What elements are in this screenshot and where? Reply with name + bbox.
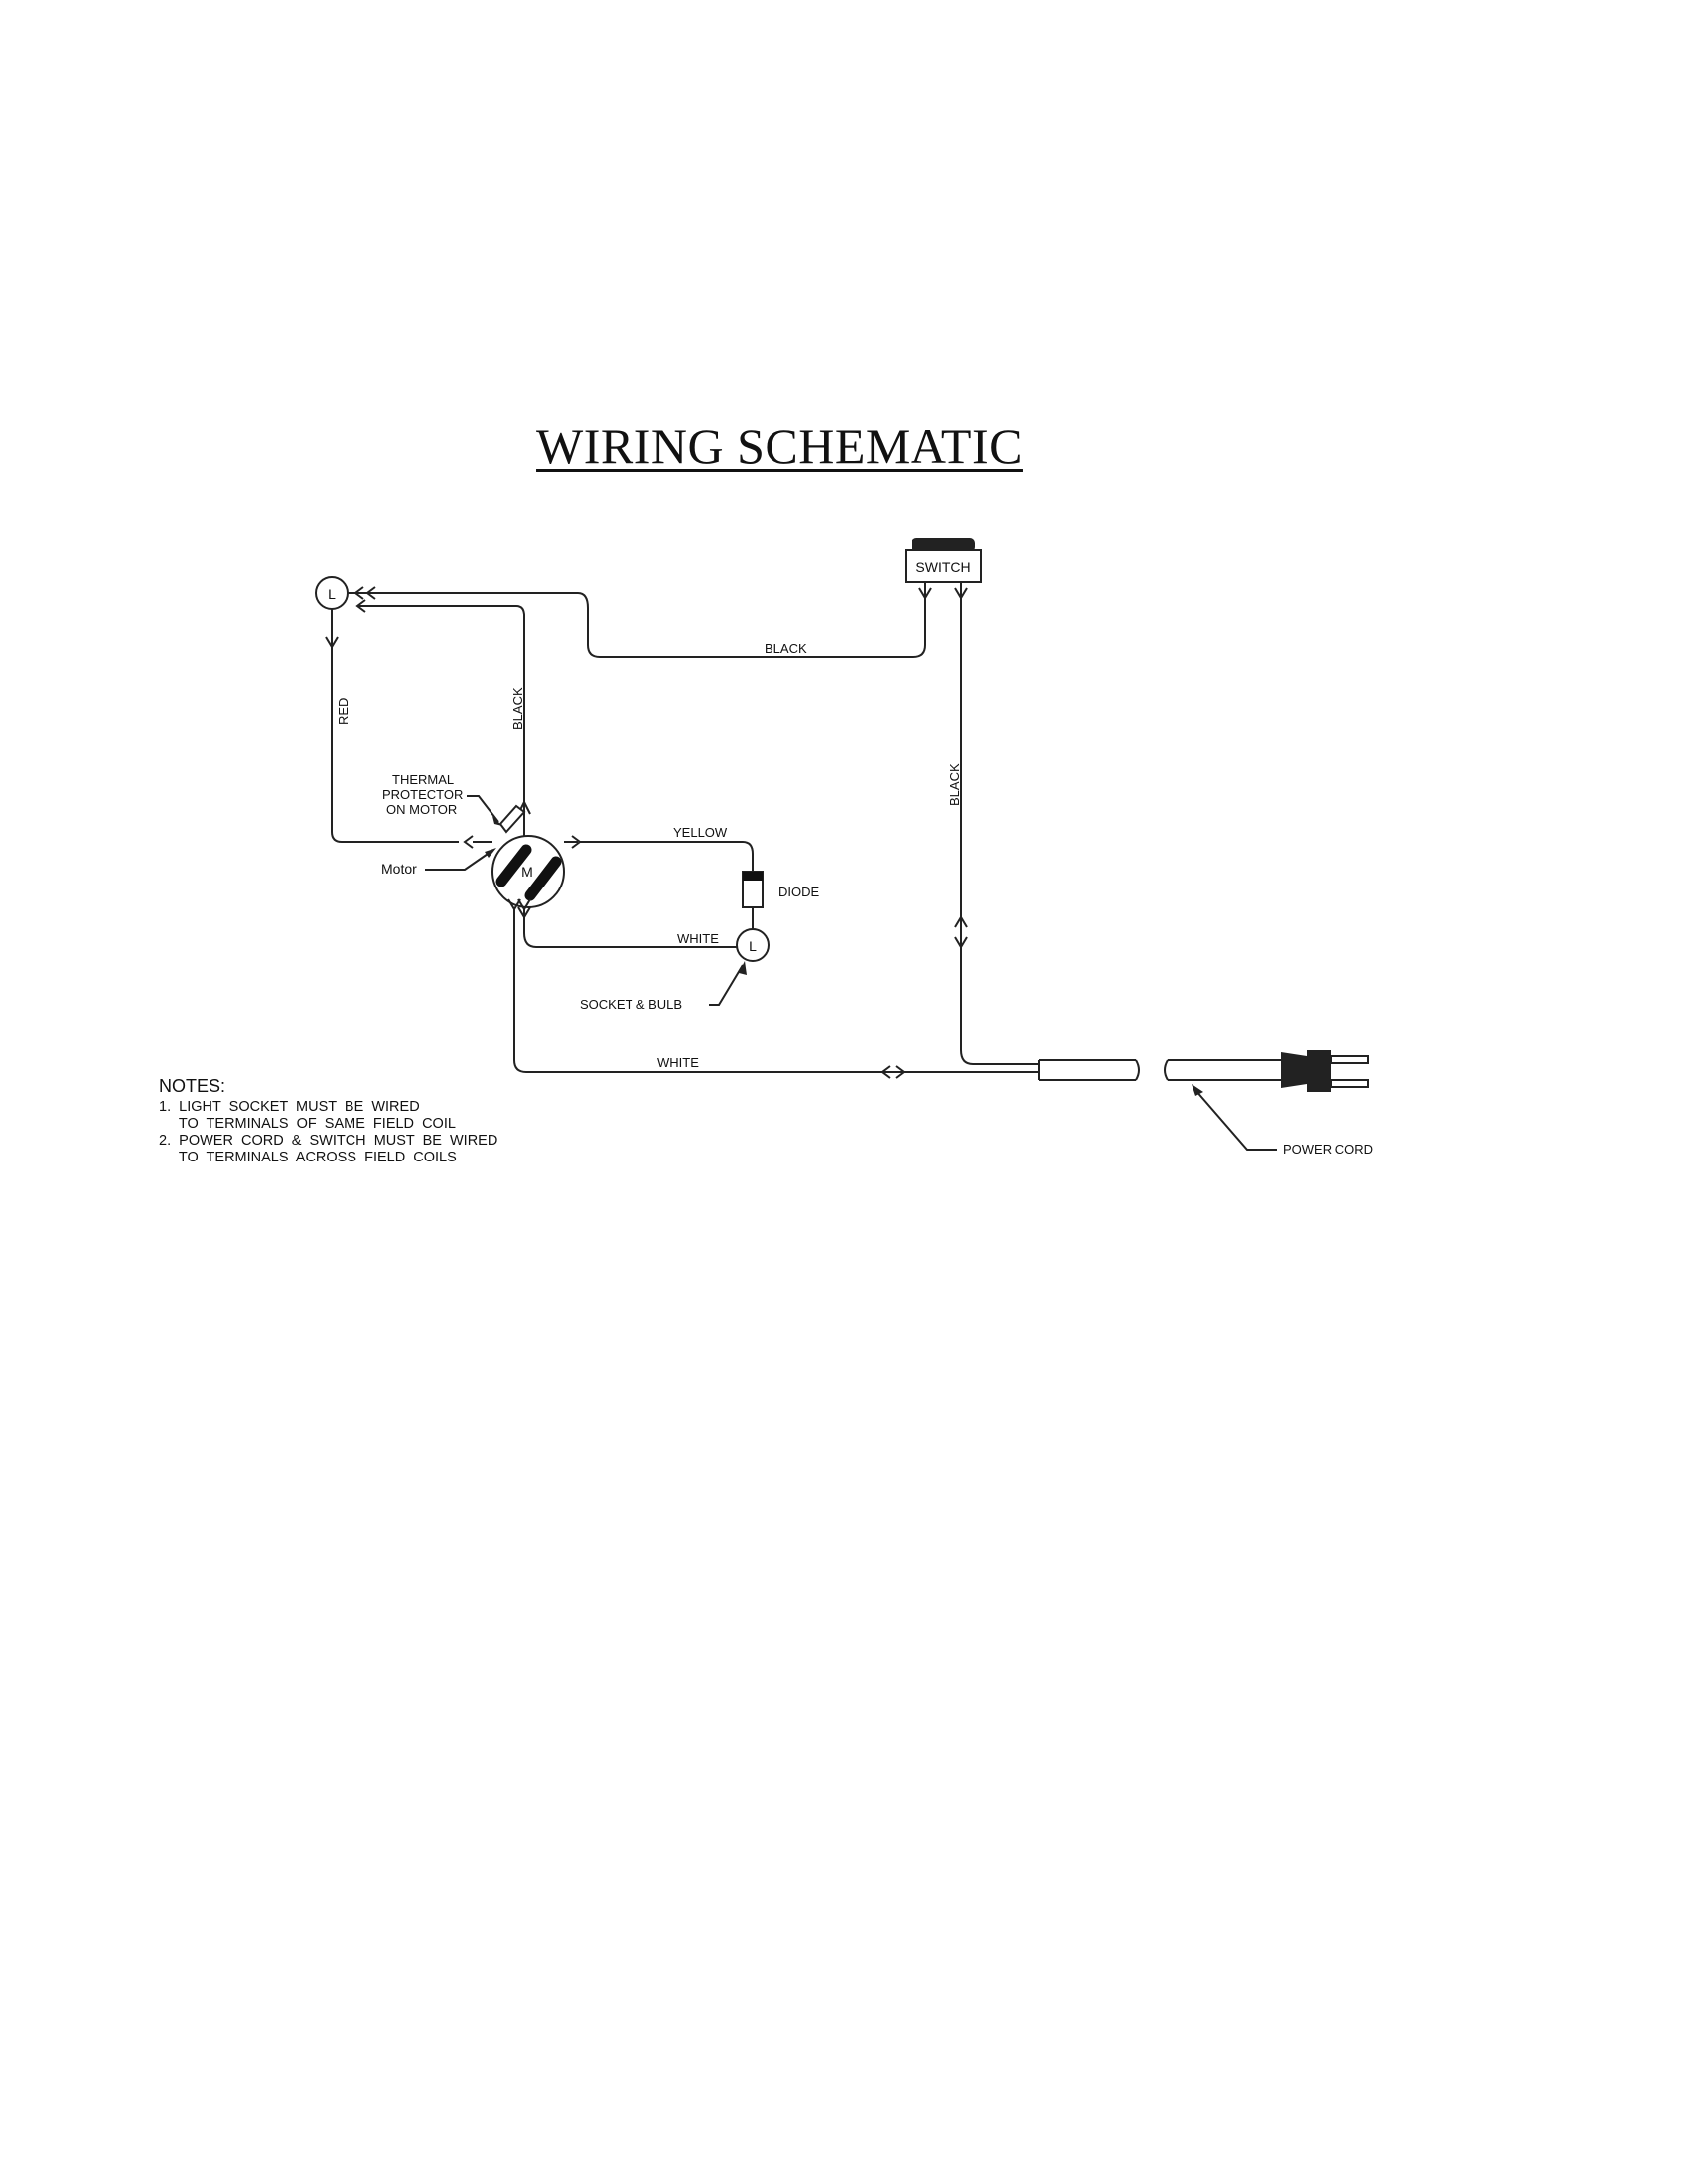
thermal-label-line2: PROTECTOR [382, 787, 463, 802]
wire-black-top-label: BLACK [765, 641, 807, 656]
thermal-label-line3: ON MOTOR [386, 802, 457, 817]
wire-white-lamp [523, 915, 737, 948]
bottom-lamp-socket: L [736, 928, 770, 962]
diode-label: DIODE [778, 885, 820, 899]
motor-symbol: M [521, 864, 533, 880]
wire-red [331, 609, 459, 843]
diode [742, 871, 764, 929]
power-plug [1281, 1050, 1369, 1092]
bottom-lamp-symbol: L [749, 938, 757, 954]
motor-label: Motor [381, 861, 417, 877]
top-lamp-socket: L [315, 576, 525, 774]
wire-black-vertical-label: BLACK [510, 687, 525, 730]
rocker-switch: SWITCH [905, 538, 982, 600]
note-1-line-1: 1. LIGHT SOCKET MUST BE WIRED [159, 1099, 420, 1115]
wire-yellow [580, 841, 754, 874]
thermal-label-line1: THERMAL [392, 772, 454, 787]
power-cord [1038, 1059, 1281, 1081]
note-2-line-2: TO TERMINALS ACROSS FIELD COILS [159, 1150, 457, 1165]
wire-yellow-label: YELLOW [673, 825, 728, 840]
notes-title: NOTES: [159, 1076, 226, 1096]
wire-red-label: RED [336, 698, 351, 725]
top-lamp-symbol: L [328, 586, 336, 602]
wire-white-bottom [513, 907, 1039, 1073]
note-2-line-1: 2. POWER CORD & SWITCH MUST BE WIRED [159, 1133, 498, 1149]
wire-black-right [960, 596, 1039, 1065]
switch-label: SWITCH [915, 559, 970, 575]
power-cord-label: POWER CORD [1283, 1142, 1373, 1157]
wire-black-right-label: BLACK [947, 763, 962, 806]
page-title: WIRING SCHEMATIC [536, 418, 1023, 474]
notes-section: NOTES: 1. LIGHT SOCKET MUST BE WIRED TO … [159, 1076, 497, 1166]
note-1-line-2: TO TERMINALS OF SAME FIELD COIL [159, 1116, 456, 1132]
motor: M [473, 799, 582, 919]
wire-black-top [397, 592, 926, 658]
wire-white-lamp-label: WHITE [677, 931, 719, 946]
wire-white-bottom-label: WHITE [657, 1055, 699, 1070]
socket-bulb-label: SOCKET & BULB [580, 997, 682, 1012]
